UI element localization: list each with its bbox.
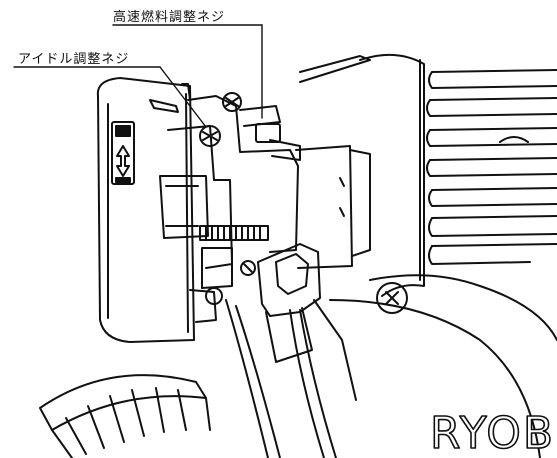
engine-shroud — [329, 53, 557, 458]
carburetor-body — [159, 95, 371, 323]
brand-mark: RYOBI — [429, 407, 557, 458]
cylinder-cooling-fins — [419, 59, 557, 281]
high-speed-fuel-screw-label: 高速燃料調整ネジ — [113, 10, 226, 25]
air-cleaner-housing — [96, 77, 195, 343]
throttle-cables — [225, 299, 337, 458]
shroud-screw — [376, 282, 408, 314]
choke-lever — [149, 55, 371, 113]
brand-text: RYOBI — [430, 408, 557, 458]
idle-adjust-screw-label: アイドル調整ネジ — [18, 52, 130, 67]
idle-adjust-screw — [199, 125, 221, 147]
fuel-cap — [39, 374, 211, 458]
high-speed-fuel-screw — [222, 92, 242, 112]
mount-screw — [205, 260, 256, 305]
leader-idle-diagonal — [159, 66, 207, 128]
leader-lines — [13, 24, 263, 128]
spark-plug-boot — [257, 243, 357, 401]
